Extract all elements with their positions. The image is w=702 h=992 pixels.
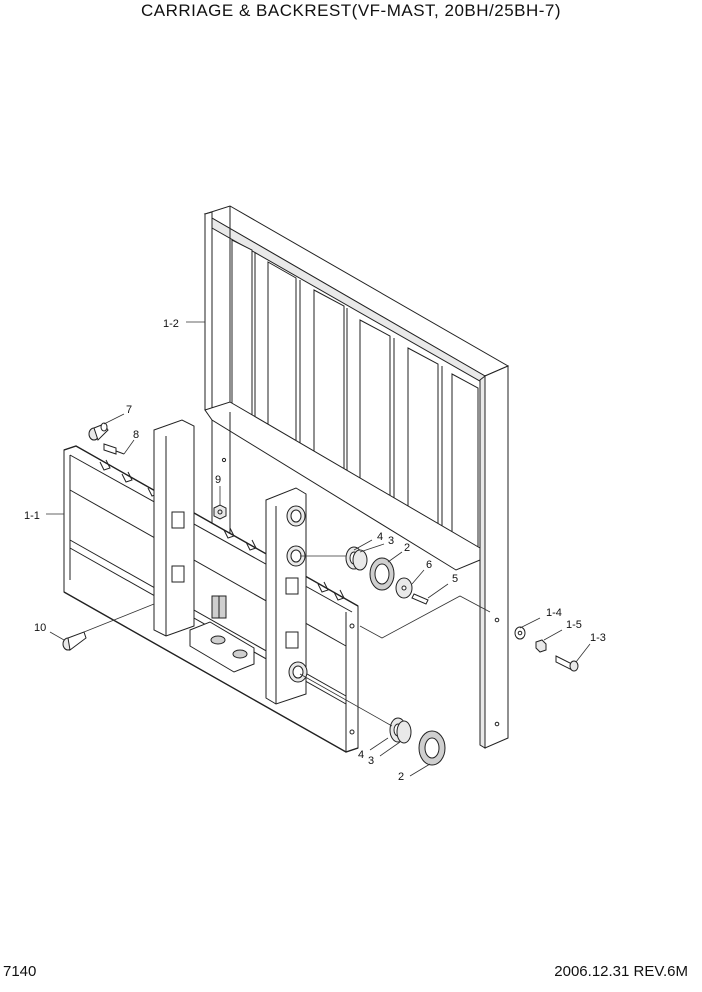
upper-roller-assembly bbox=[345, 546, 429, 605]
callout-1-5: 1-5 bbox=[566, 619, 582, 631]
page-number: 7140 bbox=[3, 963, 37, 980]
callout-4-upper: 4 bbox=[377, 531, 383, 543]
callout-1-2: 1-2 bbox=[163, 318, 179, 330]
callout-1-4: 1-4 bbox=[546, 607, 562, 619]
lower-roller-assembly bbox=[389, 717, 446, 766]
backrest-mount-hardware bbox=[514, 626, 579, 672]
callout-6: 6 bbox=[426, 559, 432, 571]
callout-8: 8 bbox=[133, 429, 139, 441]
callout-7: 7 bbox=[126, 404, 132, 416]
callout-9: 9 bbox=[215, 474, 221, 486]
callout-1-1: 1-1 bbox=[24, 510, 40, 522]
callout-2-upper: 2 bbox=[404, 542, 410, 554]
callout-5: 5 bbox=[452, 573, 458, 585]
bolt-part-10 bbox=[62, 631, 87, 651]
backrest bbox=[203, 205, 510, 749]
callout-2-lower: 2 bbox=[398, 771, 404, 783]
callout-3-lower: 3 bbox=[368, 755, 374, 767]
pin-part-8 bbox=[103, 443, 125, 455]
callout-3-upper: 3 bbox=[388, 535, 394, 547]
page-title: CARRIAGE & BACKREST(VF-MAST, 20BH/25BH-7… bbox=[140, 1, 562, 20]
callout-4-lower: 4 bbox=[358, 749, 364, 761]
callout-1-3: 1-3 bbox=[590, 632, 606, 644]
leader-lines bbox=[46, 321, 591, 777]
stud-part-7 bbox=[88, 422, 109, 441]
nut-part-9 bbox=[213, 504, 227, 520]
revision-date: 2006.12.31 REV.6M bbox=[554, 963, 688, 980]
carriage bbox=[63, 419, 359, 753]
callout-10: 10 bbox=[34, 622, 46, 634]
